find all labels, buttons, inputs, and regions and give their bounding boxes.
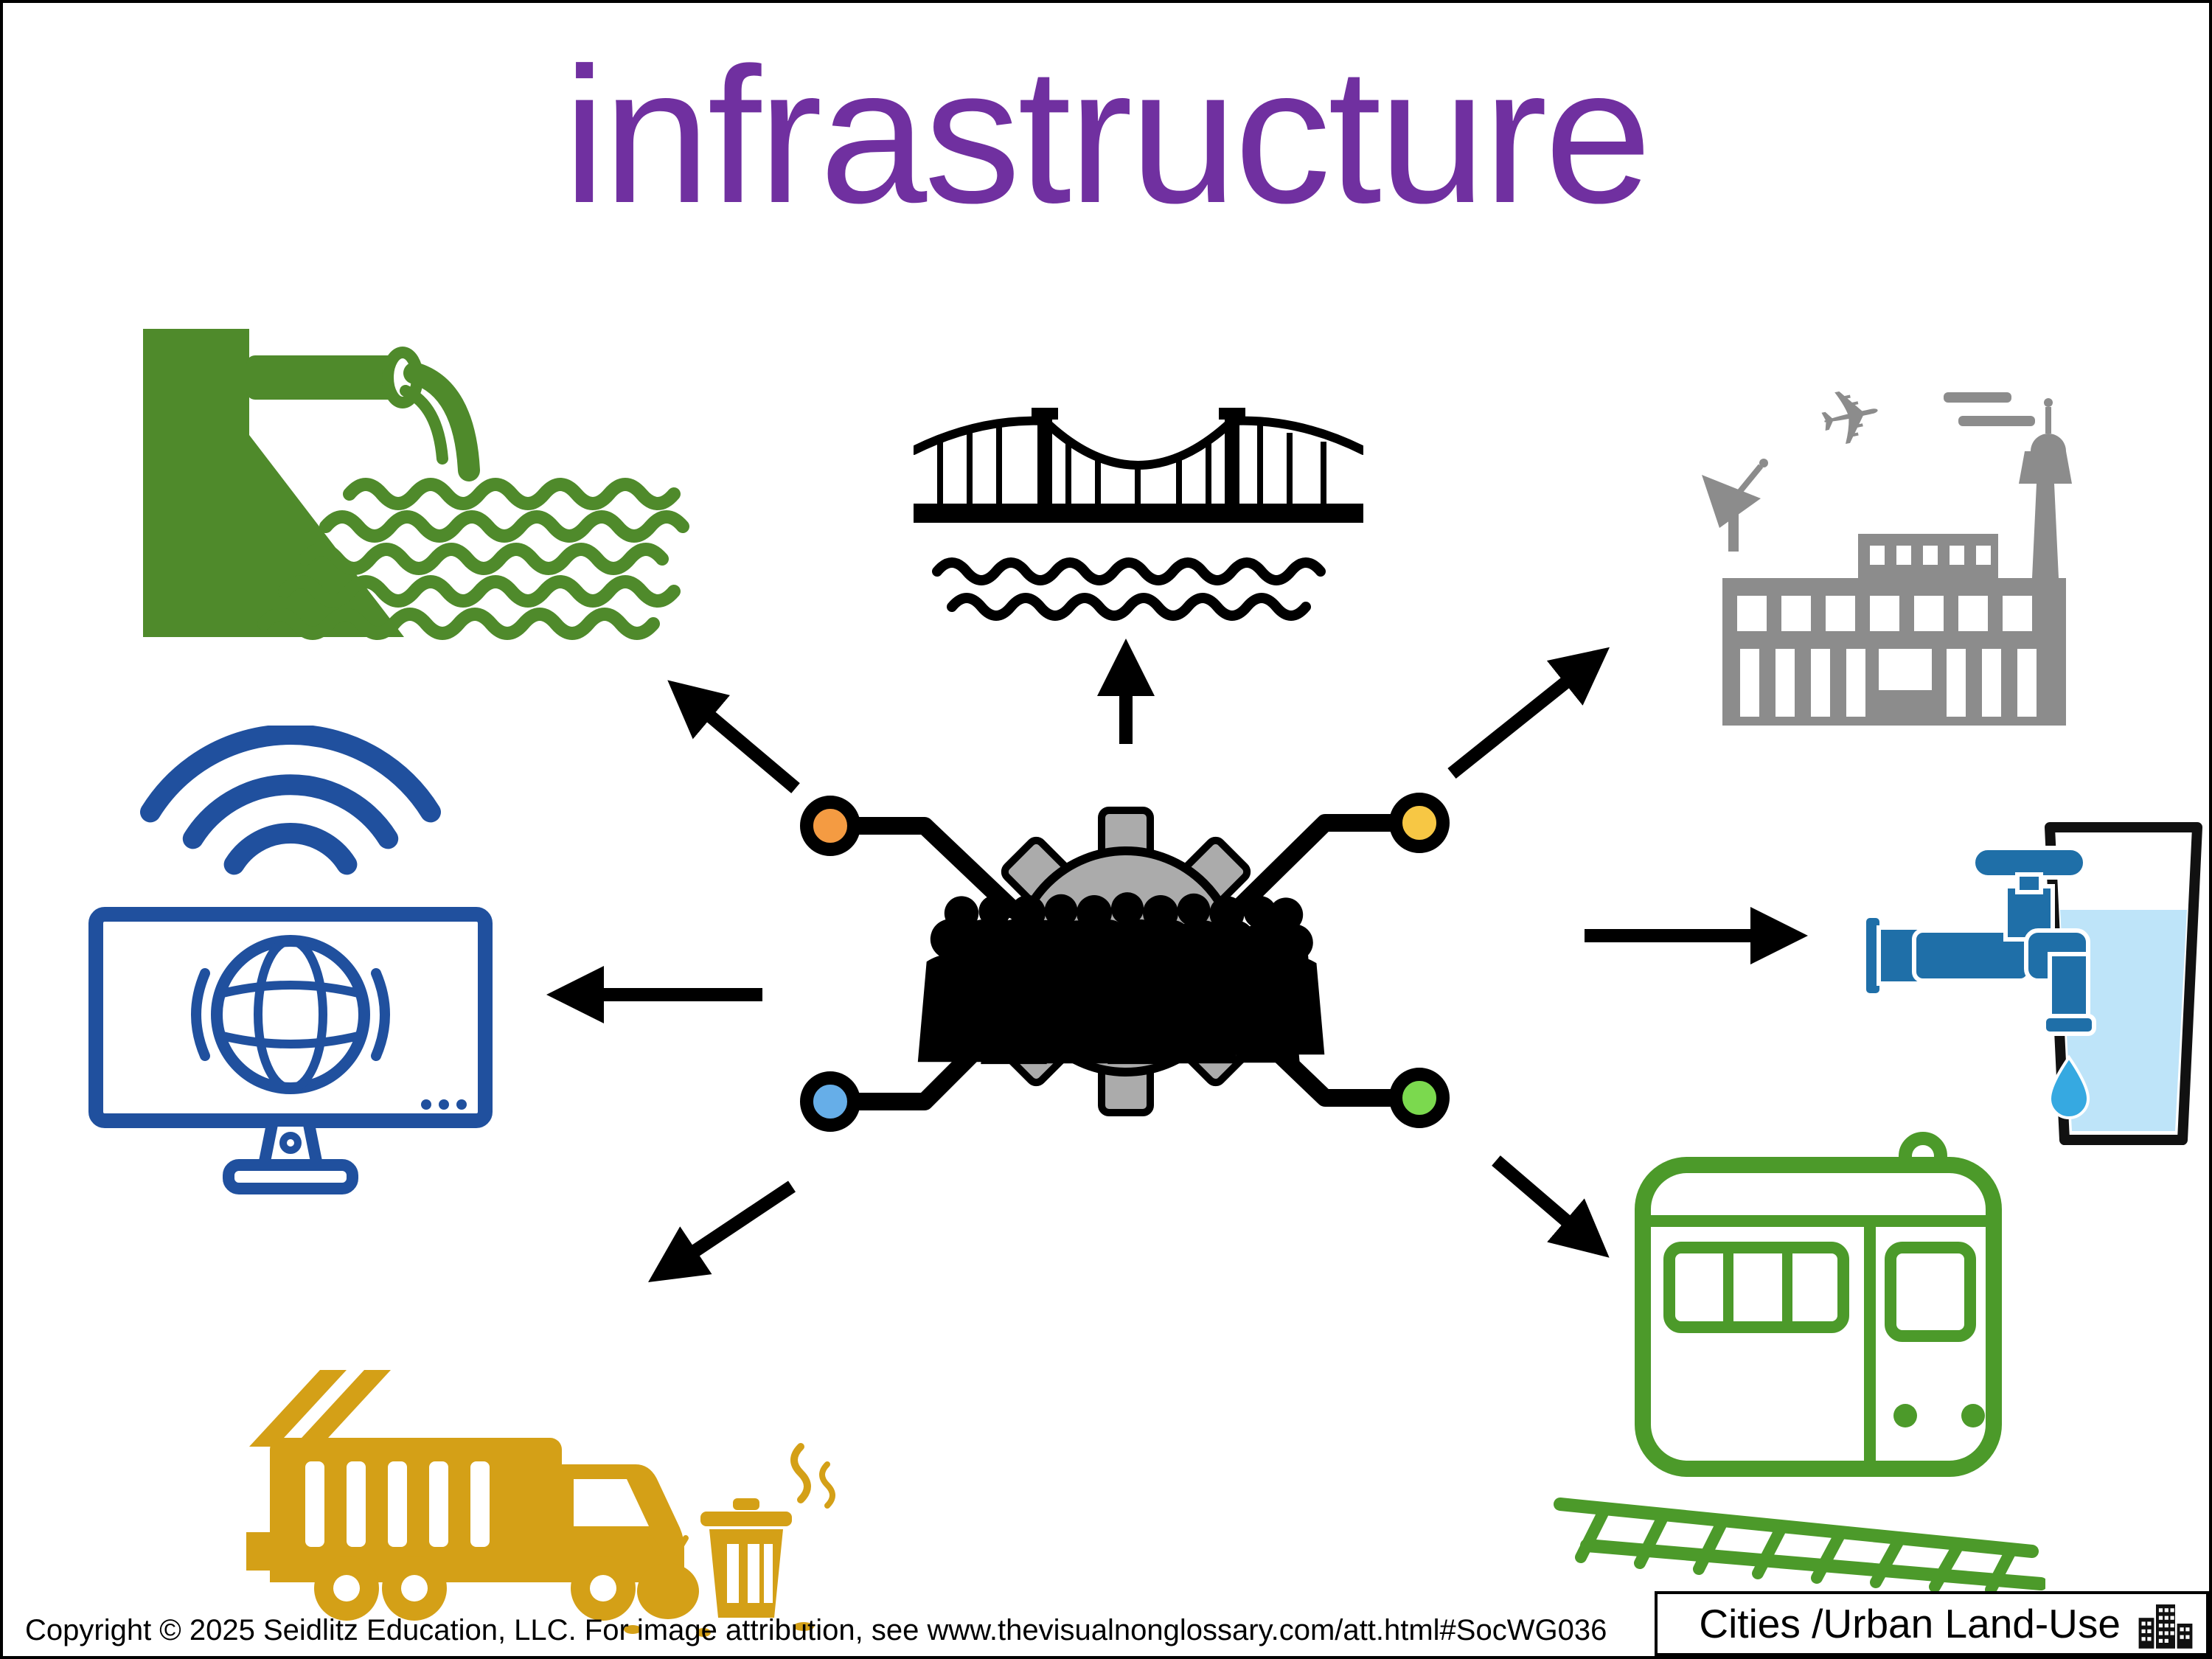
arrow-to-garbage-truck	[648, 1180, 796, 1282]
dot-top-right	[1389, 793, 1450, 853]
airport-icon: ✈	[1702, 366, 2072, 726]
city-buildings-icon	[2138, 1604, 2193, 1649]
category-label: Cities /Urban Land-Use	[1699, 1601, 2121, 1646]
svg-text:✈: ✈	[1810, 366, 1892, 467]
copyright-text: Copyright © 2025 Seidlitz Education, LLC…	[25, 1614, 1607, 1646]
water-treatment-icon	[143, 329, 689, 640]
dot-top-left	[800, 796, 860, 856]
crowd-of-people-icon	[917, 892, 1325, 1065]
bridge-icon	[914, 408, 1363, 621]
tap-water-icon	[1862, 822, 2202, 1145]
page-title: infrastructure	[563, 27, 1652, 243]
gear-with-people-icon	[800, 793, 1450, 1132]
garbage-truck-icon	[246, 1370, 835, 1637]
category-label-box: Cities /Urban Land-Use	[1655, 1591, 2209, 1656]
arrow-to-airport	[1447, 647, 1610, 779]
internet-icon	[88, 726, 493, 1194]
dot-bottom-right	[1389, 1068, 1450, 1128]
train-icon	[1554, 1132, 2045, 1596]
dot-bottom-left	[800, 1071, 860, 1132]
